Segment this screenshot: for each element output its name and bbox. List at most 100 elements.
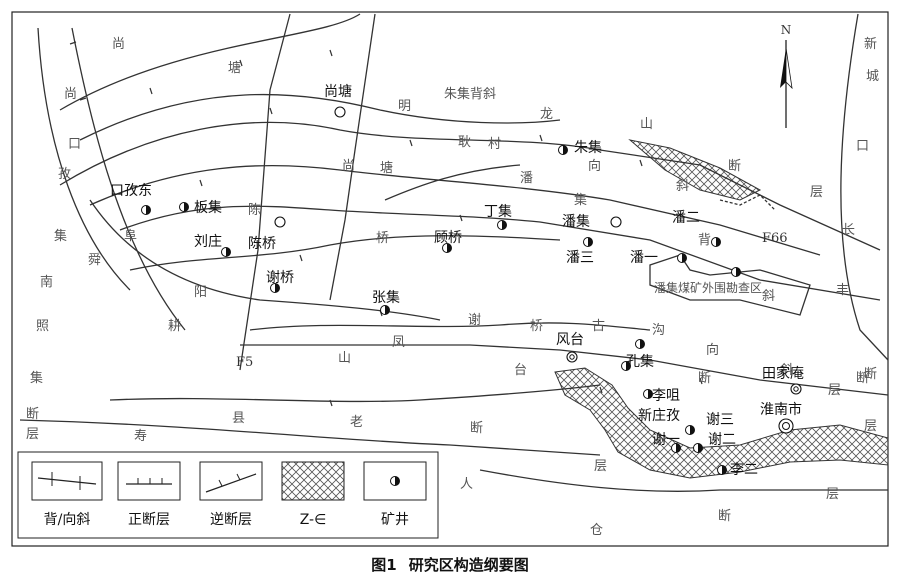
region-char: 明 bbox=[398, 99, 411, 114]
mine-label: 新庄孜 bbox=[638, 407, 680, 424]
region-char: 耕 bbox=[168, 318, 181, 334]
vchar: 照 bbox=[36, 319, 49, 334]
mine-icon bbox=[717, 465, 727, 475]
panji-anticline-line bbox=[89, 164, 821, 256]
region-char: 村 bbox=[488, 137, 501, 152]
town-label: 淮南市 bbox=[760, 401, 802, 418]
region-char: 老 bbox=[350, 415, 363, 430]
town-circle-icon bbox=[610, 216, 622, 228]
mine-label: 谢桥 bbox=[266, 270, 294, 286]
legend-box-fold bbox=[31, 461, 103, 501]
xieqiao-syncline bbox=[249, 322, 651, 331]
mingshan-fault bbox=[79, 93, 561, 141]
region-char: 山 bbox=[640, 117, 653, 132]
legend-reverse-fault-label: 逆断层 bbox=[210, 512, 252, 528]
region-char: 陈 bbox=[248, 202, 261, 218]
mine-icon bbox=[693, 443, 703, 453]
region-char: 县 bbox=[232, 411, 245, 426]
f66-label: F66 bbox=[762, 231, 788, 246]
fault-lines bbox=[19, 13, 889, 492]
cang-fault bbox=[479, 469, 888, 492]
mine-label: 潘一 bbox=[630, 250, 658, 266]
vchar: 断 bbox=[26, 407, 39, 422]
legend-normal-fault-label: 正断层 bbox=[128, 512, 170, 528]
mine-icon bbox=[711, 237, 721, 247]
region-char: 断 bbox=[856, 371, 869, 386]
region-char: 断 bbox=[698, 371, 711, 386]
mine-label: 谢三 bbox=[706, 412, 734, 428]
region-char: 斜 bbox=[780, 363, 793, 378]
region-char: 台 bbox=[514, 363, 527, 378]
vchar: 丰 bbox=[836, 283, 849, 298]
region-char: 向 bbox=[588, 158, 601, 174]
region-char: 谢 bbox=[468, 312, 481, 328]
region-char: 层 bbox=[594, 459, 607, 474]
region-char: 潘 bbox=[520, 171, 533, 186]
town-marker bbox=[610, 216, 622, 228]
town-circle-icon bbox=[334, 106, 346, 118]
region-char: 斜 bbox=[676, 179, 689, 194]
legend-strata-label: Z-∈ bbox=[300, 512, 327, 528]
mine-icon bbox=[380, 305, 390, 315]
vchar: 尚 bbox=[64, 87, 77, 102]
shangtang-nw-fault bbox=[329, 13, 376, 301]
mine-label: 顾桥 bbox=[434, 230, 462, 246]
panji-exploration-area bbox=[649, 254, 811, 316]
mine-icon bbox=[270, 283, 280, 293]
mine-icon bbox=[635, 339, 645, 349]
vchar: 长 bbox=[842, 223, 855, 238]
fengtai-fault bbox=[239, 344, 889, 396]
panji-area-label: 潘集煤矿外围勘查区 bbox=[654, 280, 762, 295]
north-south-fault bbox=[239, 13, 291, 371]
mine-icon bbox=[179, 202, 189, 212]
vchar: 城 bbox=[866, 69, 879, 84]
mine-label: 谢一 bbox=[652, 432, 680, 448]
region-char: 向 bbox=[706, 342, 719, 358]
region-char: 桥 bbox=[530, 319, 543, 334]
north-arrow: N bbox=[780, 23, 793, 128]
figure-number: 图1 bbox=[371, 556, 397, 574]
mine-label: 朱集 bbox=[574, 139, 602, 156]
region-char: 尚 bbox=[112, 37, 125, 52]
legend: 背/向斜 正断层 逆断层 Z-∈ 矿井 bbox=[17, 451, 439, 539]
mine-icon bbox=[643, 389, 653, 399]
mine-label: 丁集 bbox=[484, 203, 512, 220]
legend-box-mine bbox=[363, 461, 427, 501]
region-char: 层 bbox=[810, 185, 823, 200]
strata-area-north bbox=[628, 139, 762, 201]
western-fault bbox=[37, 27, 131, 291]
mine-label: 潘二 bbox=[672, 210, 700, 226]
mine-icon bbox=[677, 253, 687, 263]
region-char: 耿 bbox=[458, 135, 471, 150]
mine-icon bbox=[685, 425, 695, 435]
mine-label: 潘三 bbox=[566, 250, 594, 266]
legend-mine-icon bbox=[390, 476, 400, 486]
legend-fold-label: 背/向斜 bbox=[44, 512, 91, 528]
town-label: 尚塘 bbox=[324, 84, 352, 100]
gengcun-syncline bbox=[384, 164, 521, 201]
vchar: 口 bbox=[856, 139, 869, 154]
town-marker bbox=[790, 383, 802, 395]
mine-icon bbox=[621, 361, 631, 371]
town-circle-icon bbox=[778, 418, 794, 434]
region-char: 凤 bbox=[392, 335, 405, 350]
region-char: 沟 bbox=[652, 323, 665, 338]
legend-frame bbox=[17, 451, 439, 539]
town-circle-icon bbox=[790, 383, 802, 395]
region-char: 舜 bbox=[88, 253, 101, 268]
mine-icon bbox=[497, 220, 507, 230]
mine-icon bbox=[558, 145, 568, 155]
region-char: 集 bbox=[574, 192, 587, 208]
mine-label: 刘庄 bbox=[194, 233, 222, 250]
town-marker bbox=[566, 351, 578, 363]
gengcun-line bbox=[129, 235, 561, 271]
region-char: 塘 bbox=[228, 60, 241, 76]
mine-label: 谢二 bbox=[708, 432, 736, 448]
north-label: N bbox=[781, 23, 792, 37]
legend-mine-label: 矿井 bbox=[381, 512, 409, 528]
region-char: 古 bbox=[592, 319, 605, 334]
region-char: 尚 bbox=[342, 159, 355, 174]
town-marker bbox=[778, 418, 794, 434]
